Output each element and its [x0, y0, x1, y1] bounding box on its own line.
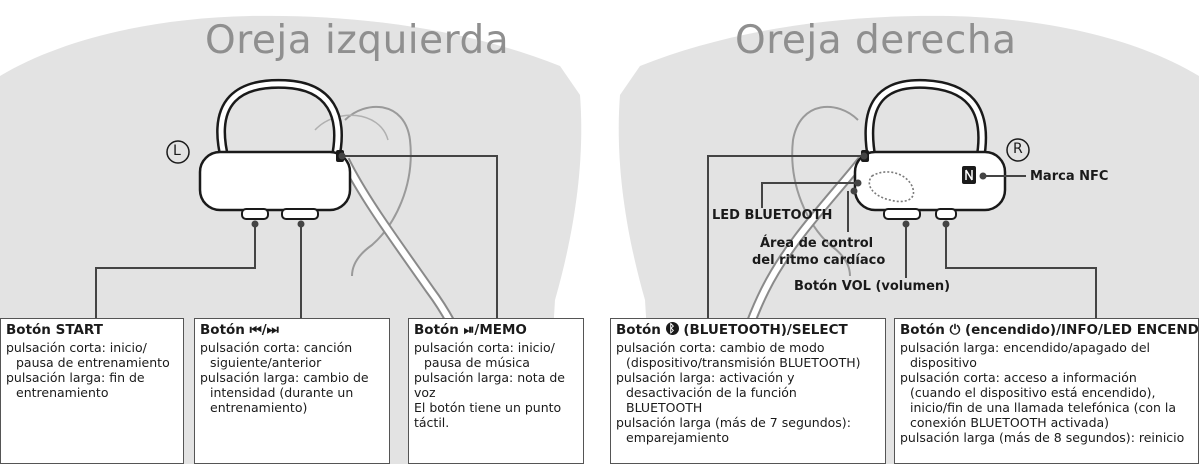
- left-side-marker: L: [173, 143, 181, 159]
- bluetooth-description-line: BLUETOOTH: [626, 400, 703, 415]
- bluetooth-title-prefix: Botón: [616, 322, 661, 338]
- track-description-line: pulsación larga: cambio de: [200, 370, 369, 385]
- nfc-mark: [962, 166, 976, 184]
- bluetooth-description-line: (dispositivo/transmisión BLUETOOTH): [626, 355, 861, 370]
- nfc-label: Marca NFC: [1030, 169, 1109, 184]
- power-description-line: pulsación corta: acceso a información: [900, 370, 1137, 385]
- start-description-line: pausa de entrenamiento: [16, 355, 170, 370]
- heart-rate-area: [868, 171, 915, 203]
- start-description-line: pulsación corta: inicio/: [6, 340, 147, 355]
- bluetooth-icon: [665, 320, 679, 337]
- led-bluetooth-label: LED BLUETOOTH: [712, 208, 833, 223]
- bluetooth-description-line: pulsación larga: activación y: [616, 370, 795, 385]
- start-button-title: Botón START: [6, 322, 103, 338]
- play-button-box: Botón ⏯/MEMO pulsación corta: inicio/pau…: [408, 318, 584, 464]
- vol-button-label: Botón VOL (volumen): [794, 279, 951, 294]
- track-button-title: Botón ⏮/⏭: [200, 322, 279, 338]
- bluetooth-button-box: Botón (BLUETOOTH)/SELECT pulsación corta…: [610, 318, 886, 464]
- right-side-marker: R: [1013, 141, 1023, 157]
- bluetooth-button-title: Botón (BLUETOOTH)/SELECT: [616, 320, 880, 339]
- track-description-line: intensidad (durante un: [210, 385, 354, 400]
- play-description-line: voz: [414, 385, 436, 400]
- heart-area-label-2: del ritmo cardíaco: [752, 253, 886, 268]
- power-description-line: (cuando el dispositivo está encendido),: [910, 385, 1156, 400]
- play-description-line: El botón tiene un punto: [414, 400, 562, 415]
- track-description-line: entrenamiento): [210, 400, 308, 415]
- power-description-line: conexión BLUETOOTH activada): [910, 415, 1110, 430]
- track-description-line: siguiente/anterior: [210, 355, 322, 370]
- play-description-line: pulsación corta: inicio/: [414, 340, 555, 355]
- right-ear-title: Oreja derecha: [735, 18, 1017, 63]
- left-device-body: [198, 150, 352, 212]
- power-description-line: inicio/fin de una llamada telefónica (co…: [910, 400, 1177, 415]
- left-ear-title: Oreja izquierda: [205, 18, 510, 63]
- right-device-body: [853, 150, 1007, 212]
- start-description-line: pulsación larga: fin de: [6, 370, 145, 385]
- play-button-title: Botón ⏯/MEMO: [414, 322, 527, 338]
- track-description-line: pulsación corta: canción: [200, 340, 353, 355]
- bluetooth-description-line: desactivación de la función: [626, 385, 797, 400]
- power-description-line: pulsación larga: encendido/apagado del: [900, 340, 1151, 355]
- power-description-line: dispositivo: [910, 355, 977, 370]
- power-description-line: pulsación larga (más de 8 segundos): rei…: [900, 430, 1185, 445]
- bluetooth-description-line: emparejamiento: [626, 430, 729, 445]
- right-ear-outline: [791, 106, 859, 277]
- bluetooth-title-suffix: (BLUETOOTH)/SELECT: [683, 322, 848, 338]
- start-button-box: Botón START pulsación corta: inicio/paus…: [0, 318, 184, 464]
- play-description-line: pausa de música: [424, 355, 530, 370]
- left-ear-outline: [344, 106, 412, 277]
- play-description-line: pulsación larga: nota de: [414, 370, 565, 385]
- heart-area-label-1: Área de control: [760, 236, 874, 251]
- bluetooth-description-line: pulsación corta: cambio de modo: [616, 340, 825, 355]
- power-button-title: Botón ⏻ (encendido)/INFO/LED ENCENDIDO: [900, 322, 1199, 338]
- start-description-line: entrenamiento: [16, 385, 109, 400]
- power-button-box: Botón ⏻ (encendido)/INFO/LED ENCENDIDO p…: [894, 318, 1199, 464]
- bluetooth-description-line: pulsación larga (más de 7 segundos):: [616, 415, 851, 430]
- play-description-line: táctil.: [414, 415, 450, 430]
